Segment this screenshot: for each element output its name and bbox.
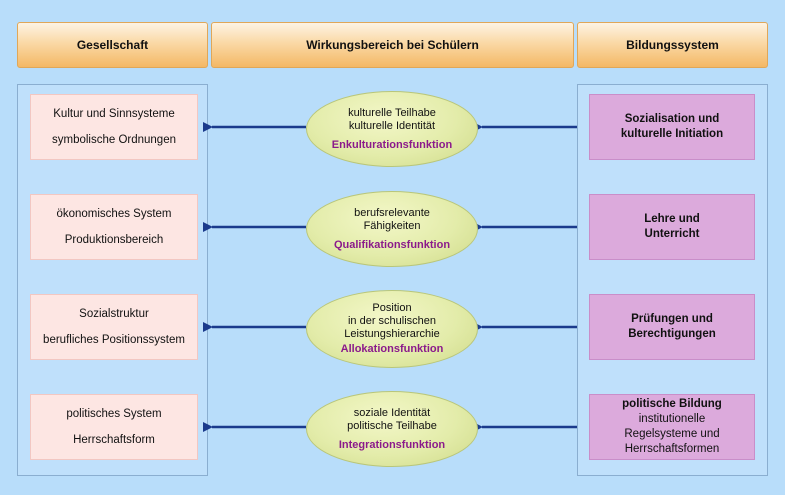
education-title: Prüfungen und Berechtigungen bbox=[628, 313, 716, 340]
society-line-2: symbolische Ordnungen bbox=[51, 134, 176, 146]
education-subtitle: institutionelle Regelsysteme und Herrsch… bbox=[624, 413, 720, 455]
header-gesellschaft-label: Gesellschaft bbox=[76, 38, 149, 52]
effect-line-2: politische Teilhabe bbox=[347, 419, 437, 432]
function-label: Enkulturationsfunktion bbox=[331, 138, 453, 151]
effect-ellipse-allocation: Position in der schulischen Leistungshie… bbox=[306, 290, 478, 368]
header-gesellschaft: Gesellschaft bbox=[17, 22, 208, 68]
effect-ellipse-integration: soziale Identität politische Teilhabe In… bbox=[306, 391, 478, 467]
header-wirkungsbereich: Wirkungsbereich bei Schülern bbox=[211, 22, 574, 68]
education-box-political: politische Bildung institutionelle Regel… bbox=[589, 394, 755, 460]
header-bildungssystem-label: Bildungssystem bbox=[626, 38, 719, 52]
effect-line-2: kulturelle Identität bbox=[348, 119, 436, 132]
effect-line-2: in der schulischen bbox=[347, 315, 437, 327]
society-line-1: Kultur und Sinnsysteme bbox=[53, 108, 175, 120]
education-box-teaching: Lehre und Unterricht bbox=[589, 194, 755, 260]
effect-line-1: kulturelle Teilhabe bbox=[348, 106, 436, 119]
effect-line-1: soziale Identität bbox=[353, 406, 431, 419]
education-title: Lehre und Unterricht bbox=[644, 213, 700, 240]
society-line-1: Sozialstruktur bbox=[79, 308, 149, 320]
society-box-politics: politisches System Herrschaftsform bbox=[30, 394, 198, 460]
effect-line-3: Leistungshierarchie bbox=[344, 328, 440, 340]
society-line-2: berufliches Positionssystem bbox=[43, 334, 185, 346]
society-line-1: politisches System bbox=[66, 408, 162, 420]
education-title: politische Bildung bbox=[622, 398, 722, 410]
effect-ellipse-qualification: berufsrelevante Fähigkeiten Qualifikatio… bbox=[306, 191, 478, 267]
society-box-social-structure: Sozialstruktur berufliches Positionssyst… bbox=[30, 294, 198, 360]
effect-ellipse-culture: kulturelle Teilhabe kulturelle Identität… bbox=[306, 91, 478, 167]
effect-line-2: Fähigkeiten bbox=[363, 219, 421, 232]
society-line-2: Herrschaftsform bbox=[73, 434, 155, 446]
function-label: Integrationsfunktion bbox=[338, 438, 446, 451]
society-line-1: ökonomisches System bbox=[56, 208, 172, 220]
society-line-2: Produktionsbereich bbox=[64, 234, 164, 246]
header-bildungssystem: Bildungssystem bbox=[577, 22, 768, 68]
function-label: Allokationsfunktion bbox=[340, 343, 444, 355]
function-label: Qualifikationsfunktion bbox=[333, 238, 451, 251]
society-box-economy: ökonomisches System Produktionsbereich bbox=[30, 194, 198, 260]
society-box-culture: Kultur und Sinnsysteme symbolische Ordnu… bbox=[30, 94, 198, 160]
header-wirkungsbereich-label: Wirkungsbereich bei Schülern bbox=[306, 38, 479, 52]
education-title: Sozialisation und kulturelle Initiation bbox=[620, 113, 724, 140]
education-box-socialization: Sozialisation und kulturelle Initiation bbox=[589, 94, 755, 160]
education-box-exams: Prüfungen und Berechtigungen bbox=[589, 294, 755, 360]
effect-line-1: berufsrelevante bbox=[354, 206, 430, 219]
effect-line-1: Position bbox=[372, 302, 412, 314]
